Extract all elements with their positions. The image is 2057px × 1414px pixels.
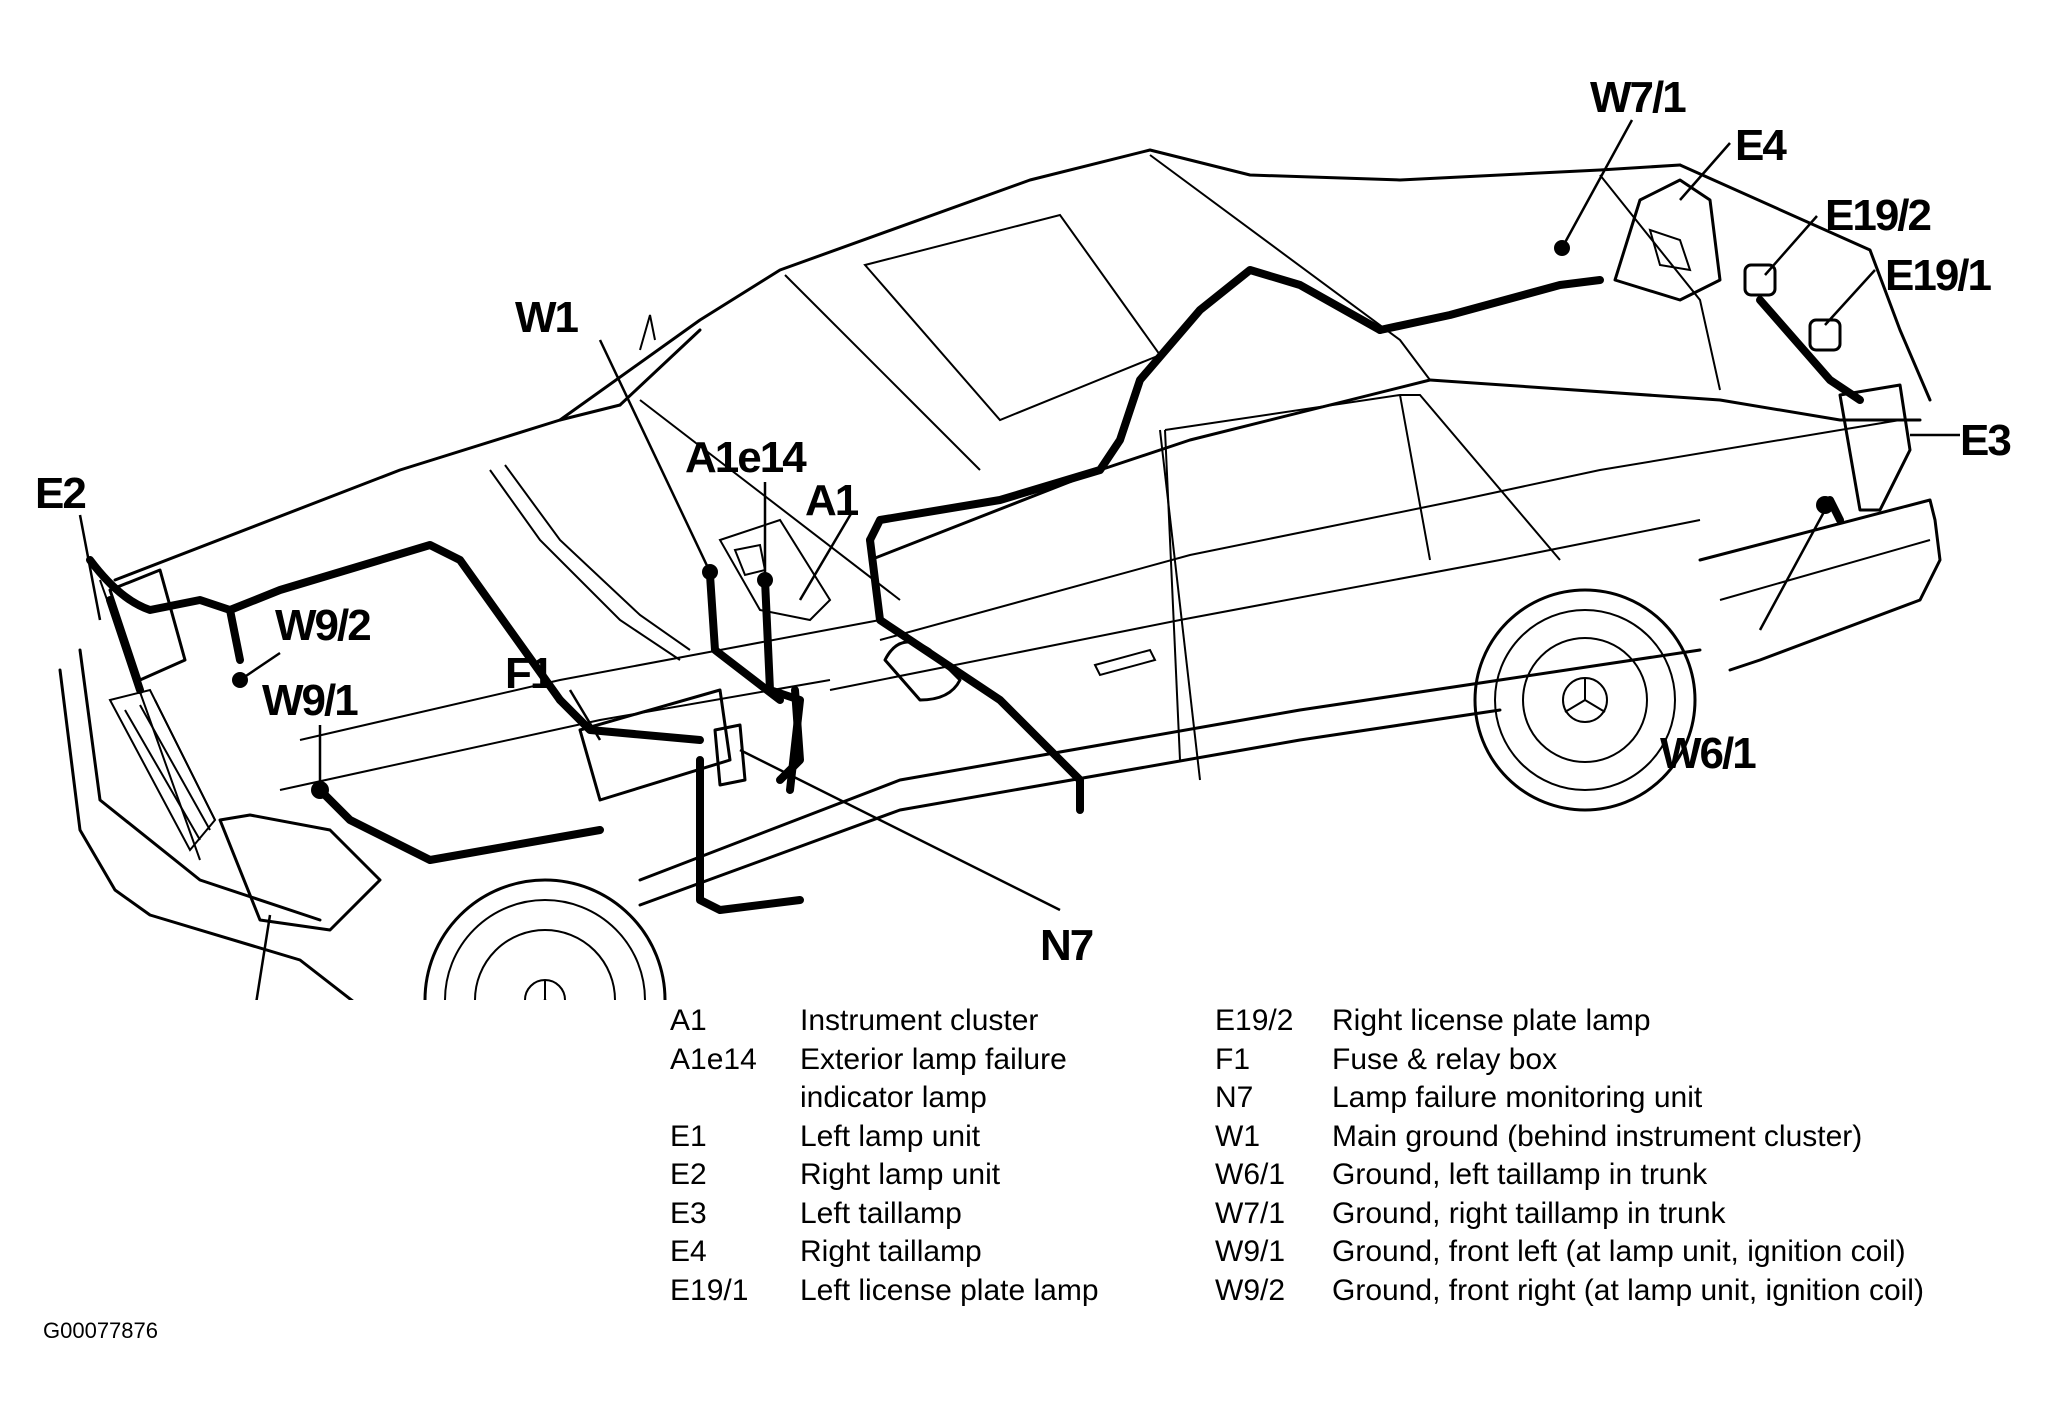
callout-e19-2: E19/2 [1825, 191, 1931, 240]
callout-a1e14: A1e14 [685, 433, 807, 482]
callout-e4: E4 [1735, 121, 1787, 170]
legend-row: W1 Main ground (behind instrument cluste… [1215, 1118, 1924, 1157]
legend-code: E1 [670, 1119, 707, 1153]
legend-code: E19/2 [1215, 1004, 1294, 1037]
legend-row: W7/1 Ground, right taillamp in trunk [1215, 1195, 1924, 1234]
legend-desc: Ground, right taillamp in trunk [1332, 1196, 1726, 1230]
callout-a1: A1 [805, 476, 859, 525]
legend-row: A1 Instrument cluster [670, 1002, 1099, 1041]
legend-desc: Left taillamp [800, 1196, 962, 1230]
left-license-lamp-shape [1808, 318, 1842, 352]
legend-code: W9/1 [1215, 1235, 1286, 1268]
legend-row: E1 Left lamp unit [670, 1118, 1099, 1157]
legend-desc: Ground, front left (at lamp unit, igniti… [1332, 1235, 1906, 1268]
legend-code: E3 [670, 1196, 707, 1230]
front-wheel [423, 878, 667, 1000]
callout-w9-2: W9/2 [275, 601, 370, 650]
legend-code: W6/1 [1215, 1158, 1286, 1191]
rear-wheel [1473, 588, 1697, 812]
right-taillamp-shape [1613, 178, 1722, 302]
legend-left-column: A1 Instrument cluster A1e14 Exterior lam… [670, 1002, 1099, 1310]
car-body-outline [58, 148, 1942, 1000]
callout-f1: F1 [505, 649, 554, 698]
legend-desc: Right lamp unit [800, 1158, 1001, 1191]
legend-row-continuation: indicator lamp [670, 1079, 1099, 1118]
legend-desc: Instrument cluster [800, 1004, 1039, 1037]
figure-id: G00077876 [43, 1318, 158, 1343]
legend-row: W9/2 Ground, front right (at lamp unit, … [1215, 1272, 1924, 1311]
legend-row: E19/1 Left license plate lamp [670, 1272, 1099, 1311]
leader-lines [78, 119, 1960, 1000]
legend-desc: Main ground (behind instrument cluster) [1332, 1119, 1863, 1153]
legend-desc: Left license plate lamp [800, 1273, 1099, 1307]
legend-row: E19/2 Right license plate lamp [1215, 1002, 1924, 1041]
legend-desc: Ground, front right (at lamp unit, ignit… [1332, 1273, 1924, 1307]
callout-w7-1: W7/1 [1590, 73, 1686, 122]
wiring-harness [86, 266, 1864, 914]
legend-row: E4 Right taillamp [670, 1233, 1099, 1272]
right-license-lamp-shape [1743, 263, 1777, 297]
legend-desc: Fuse & relay box [1332, 1042, 1558, 1076]
legend-desc: Right taillamp [800, 1235, 982, 1268]
ground-point-w6-1 [1816, 496, 1834, 514]
callout-labels: W7/1 E4 E19/2 E19/1 E3 W6/1 W1 A1e14 A1 … [35, 73, 2012, 970]
legend-desc: Lamp failure monitoring unit [1332, 1081, 1703, 1114]
callout-w1: W1 [515, 293, 579, 342]
legend-row: W6/1 Ground, left taillamp in trunk [1215, 1156, 1924, 1195]
callout-e2: E2 [35, 469, 85, 518]
legend-desc: Ground, left taillamp in trunk [1332, 1158, 1708, 1191]
legend-row: A1e14 Exterior lamp failure [670, 1041, 1099, 1080]
legend-code: W9/2 [1215, 1273, 1286, 1307]
legend-right-column: E19/2 Right license plate lamp F1 Fuse &… [1215, 1002, 1924, 1310]
lamp-failure-unit-shape [713, 723, 747, 787]
legend-row: N7 Lamp failure monitoring unit [1215, 1079, 1924, 1118]
legend-code: F1 [1215, 1042, 1251, 1076]
legend-code: E2 [670, 1158, 707, 1191]
legend-row: E3 Left taillamp [670, 1195, 1099, 1234]
legend-desc: Right license plate lamp [1332, 1004, 1651, 1037]
callout-e19-1: E19/1 [1885, 251, 1992, 300]
legend-code: W1 [1215, 1119, 1260, 1153]
callout-w9-1: W9/1 [262, 676, 358, 725]
legend-code: N7 [1215, 1081, 1254, 1114]
legend-code: E4 [670, 1235, 707, 1268]
fuse-relay-box-shape [578, 688, 732, 802]
legend-code: A1 [670, 1004, 707, 1037]
legend-desc: Left lamp unit [800, 1119, 981, 1153]
car-wiring-diagram: W7/1 E4 E19/2 E19/1 E3 W6/1 W1 A1e14 A1 … [35, 73, 2012, 1000]
left-taillamp-shape [1838, 383, 1912, 512]
legend-desc: Exterior lamp failure [800, 1042, 1067, 1076]
legend-row: F1 Fuse & relay box [1215, 1041, 1924, 1080]
legend-row: E2 Right lamp unit [670, 1156, 1099, 1195]
legend-code: E19/1 [670, 1273, 749, 1307]
legend-desc: indicator lamp [800, 1081, 987, 1114]
legend-row: W9/1 Ground, front left (at lamp unit, i… [1215, 1233, 1924, 1272]
components [232, 178, 1912, 802]
callout-n7: N7 [1040, 921, 1093, 970]
legend-code: A1e14 [670, 1042, 757, 1076]
callout-e3: E3 [1960, 416, 2010, 465]
legend-code: W7/1 [1215, 1196, 1286, 1230]
callout-w6-1: W6/1 [1660, 729, 1756, 778]
